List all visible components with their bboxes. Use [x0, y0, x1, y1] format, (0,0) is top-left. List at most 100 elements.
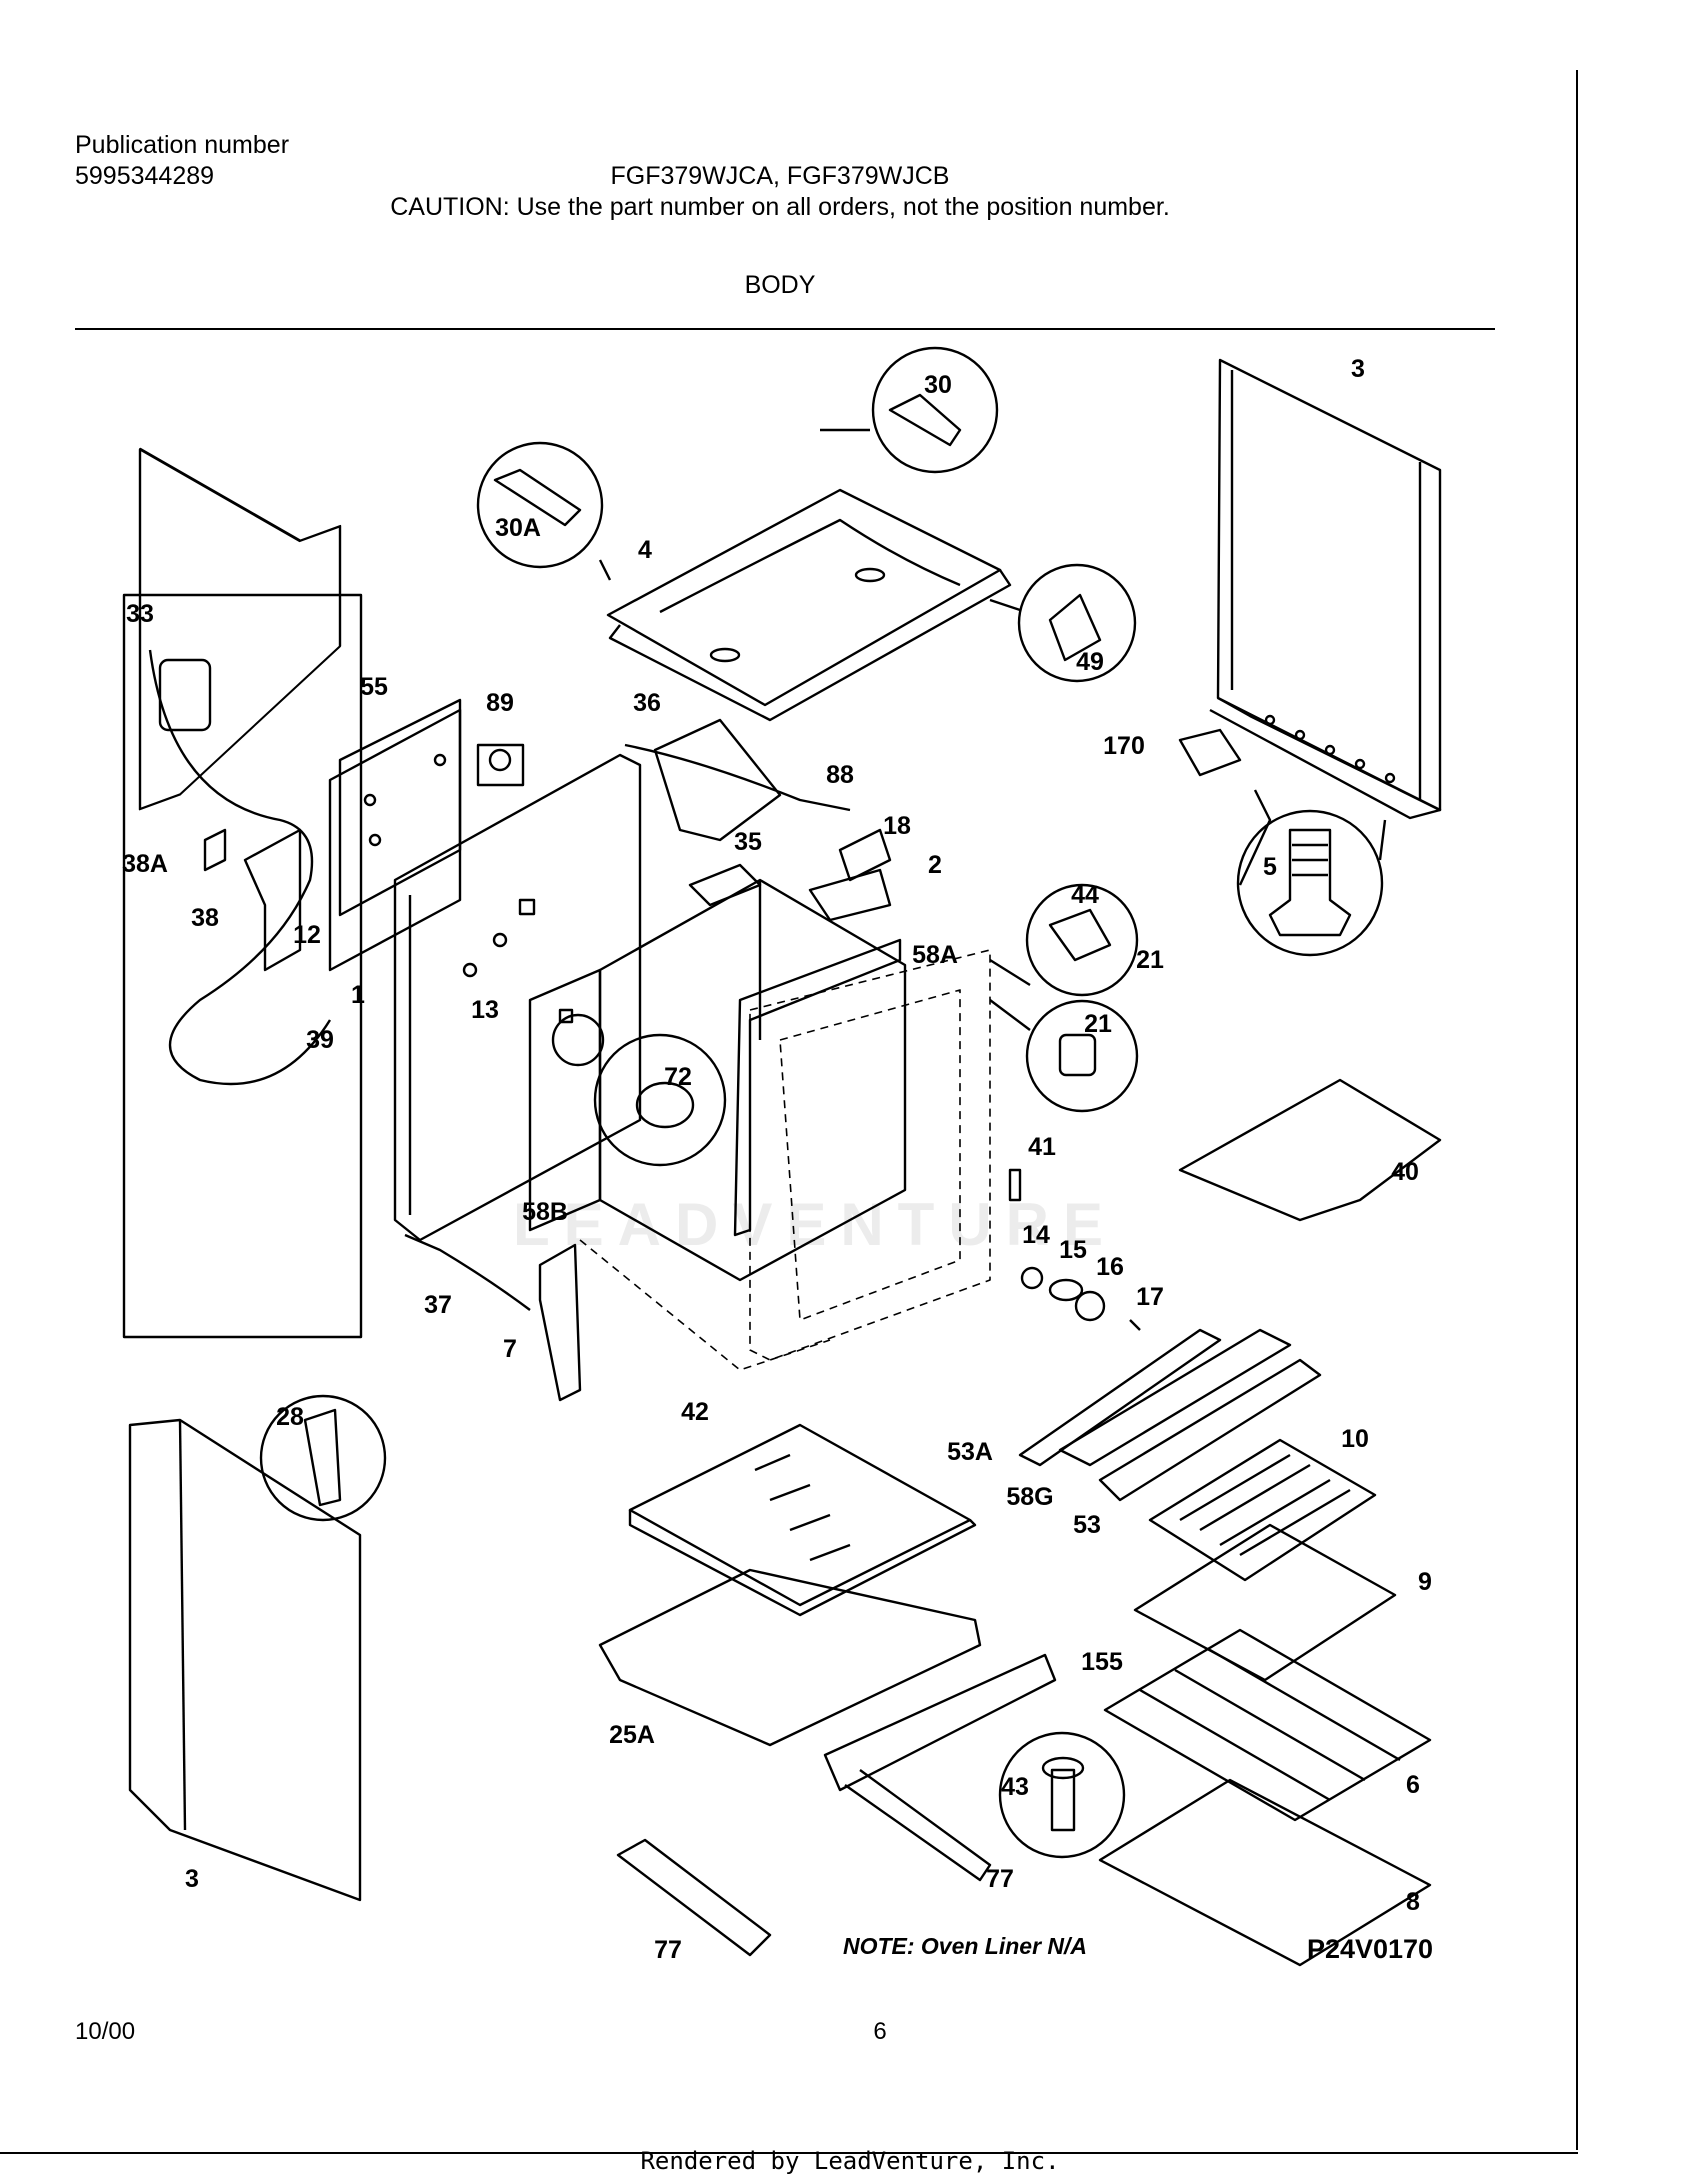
callout-7: 7 [503, 1335, 517, 1363]
part-hinge-7 [538, 1243, 582, 1402]
part-switch-18 [838, 828, 892, 882]
part-rear-cover [138, 447, 342, 811]
section-title: BODY [744, 271, 816, 299]
callout-33: 33 [126, 600, 154, 628]
detail-bracket-30a [476, 441, 604, 569]
publication-label: Publication number [75, 131, 290, 159]
callout-30a: 30A [495, 514, 541, 542]
callout-10: 10 [1341, 1425, 1369, 1453]
part-lens-16 [1074, 1290, 1106, 1322]
callout-170: 170 [1103, 732, 1145, 760]
model-numbers: FGF379WJCA, FGF379WJCB [610, 162, 950, 190]
detail-clip-28 [259, 1394, 387, 1522]
callout-15: 15 [1059, 1236, 1087, 1264]
callout-35: 35 [734, 828, 762, 856]
leaders-5 [1238, 789, 1387, 886]
detail-clip-21 [1025, 999, 1139, 1113]
part-rail-53 [1098, 1358, 1322, 1502]
part-oven-rack-6 [1103, 1628, 1432, 1822]
part-lamp-socket-14 [1020, 1266, 1044, 1290]
part-vent-duct [653, 718, 782, 842]
part-wire-88 [624, 743, 851, 812]
callout-17: 17 [1136, 1283, 1164, 1311]
callout-18: 18 [883, 812, 911, 840]
callout-40: 40 [1391, 1158, 1419, 1186]
callout-21-detail: 21 [1084, 1010, 1112, 1038]
detail-power-cord-39 [122, 593, 363, 1339]
detail-leveler-5 [1236, 809, 1384, 957]
callout-39: 39 [306, 1026, 334, 1054]
page-number: 6 [873, 2018, 887, 2045]
leaders-top [598, 428, 1021, 612]
part-valve-89 [476, 743, 525, 787]
callout-13: 13 [471, 996, 499, 1024]
detail-part-72 [593, 1033, 727, 1167]
part-clip-17 [1129, 1319, 1141, 1331]
part-door-frame-outline [579, 949, 991, 1371]
part-broiler-pan-9 [1133, 1523, 1397, 1682]
callout-8: 8 [1406, 1888, 1420, 1916]
part-broiler-cover-40 [1178, 1078, 1442, 1222]
revision-date: 10/00 [75, 2018, 136, 2045]
callout-155: 155 [1081, 1648, 1123, 1676]
detail-knob-44 [1025, 883, 1139, 997]
callout-44: 44 [1071, 881, 1099, 909]
callout-25a: 25A [609, 1721, 655, 1749]
part-burner-tube-77 [844, 1769, 992, 1882]
callout-37: 37 [424, 1291, 452, 1319]
part-burner-155 [823, 1653, 1057, 1792]
part-body-frame [393, 753, 642, 1242]
watermark: LEADVENTURE [513, 1191, 1117, 1258]
callout-21-top: 21 [1136, 946, 1164, 974]
callout-43: 43 [1001, 1773, 1029, 1801]
callout-14: 14 [1022, 1221, 1050, 1249]
callout-28: 28 [276, 1403, 304, 1431]
detail-bracket-30 [871, 346, 999, 474]
diagram-code: P24V0170 [1307, 1934, 1433, 1964]
caution-note: CAUTION: Use the part number on all orde… [390, 193, 1170, 221]
callout-58b: 58B [522, 1198, 568, 1226]
callout-72: 72 [664, 1063, 692, 1091]
header-rule [75, 328, 1495, 330]
callout-6: 6 [1406, 1771, 1420, 1799]
callout-1: 1 [351, 981, 365, 1009]
callout-3-right: 3 [1351, 355, 1365, 383]
part-bracket-170 [1178, 728, 1242, 777]
part-probe-37 [404, 1233, 531, 1311]
callout-42: 42 [681, 1398, 709, 1426]
bottom-border [0, 2152, 1578, 2154]
callout-58a: 58A [912, 941, 958, 969]
part-shield-25a [598, 1568, 982, 1747]
part-drawer-8 [1098, 1778, 1432, 1967]
callout-77-bracket: 77 [654, 1936, 682, 1964]
part-side-panel-right [1209, 358, 1442, 820]
callout-9: 9 [1418, 1568, 1432, 1596]
callout-38: 38 [191, 904, 219, 932]
callout-2: 2 [928, 851, 942, 879]
detail-bracket-49 [1017, 563, 1137, 683]
callout-36: 36 [633, 689, 661, 717]
callout-53: 53 [1073, 1511, 1101, 1539]
callout-88: 88 [826, 761, 854, 789]
oven-liner-note: NOTE: Oven Liner N/A [843, 1933, 1087, 1959]
part-bracket-2 [808, 868, 892, 922]
leader-21 [989, 958, 1031, 1031]
callout-41: 41 [1028, 1133, 1056, 1161]
part-bracket-41 [1008, 1168, 1022, 1202]
callout-30: 30 [924, 371, 952, 399]
part-top-panel [606, 488, 1012, 722]
part-side-panel-left [128, 1418, 362, 1902]
callout-38a: 38A [122, 850, 168, 878]
part-bracket-38 [243, 828, 302, 972]
part-rear-panel [328, 698, 462, 972]
rendered-by: Rendered by LeadVenture, Inc. [640, 2147, 1060, 2175]
part-bulb-15 [1048, 1278, 1084, 1302]
callout-3-left: 3 [185, 1865, 199, 1893]
part-rail-53a [1018, 1328, 1222, 1467]
part-bracket-77 [616, 1838, 772, 1957]
detail-screw-43 [998, 1731, 1126, 1859]
part-trim-58g [1058, 1328, 1292, 1467]
callout-58g: 58G [1006, 1483, 1053, 1511]
callout-89: 89 [486, 689, 514, 717]
